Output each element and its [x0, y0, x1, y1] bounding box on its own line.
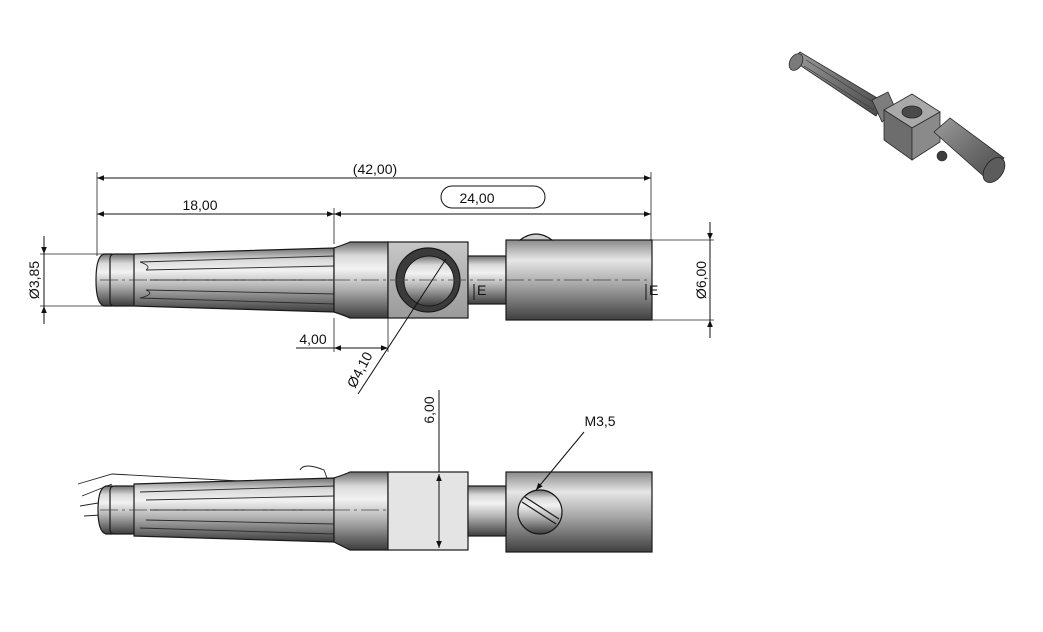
- screw-head: [517, 489, 563, 535]
- side-view: 6,00 M3,5: [77, 390, 653, 553]
- iso-screw: [936, 150, 948, 162]
- iso-barrel-end: [982, 157, 1006, 183]
- iso-block-right: [911, 111, 941, 161]
- iso-pin: [791, 51, 885, 117]
- isometric-view: [788, 51, 1006, 183]
- overall-length-label: (42,00): [353, 161, 397, 177]
- side-collar: [333, 471, 389, 551]
- section-marker-left: E: [477, 282, 486, 298]
- side-square-block: [387, 471, 469, 551]
- reference-dimension-frame: [440, 185, 546, 209]
- body-length-label: 24,00: [459, 190, 494, 206]
- pin-length-label: 18,00: [182, 197, 217, 213]
- top-view: (42,00) 18,00 24,00 Ø3,85 Ø6,00 4,00: [26, 161, 714, 395]
- cross-hole-diameter-label: Ø4,10: [344, 349, 376, 390]
- pin-diameter-label: Ø3,85: [26, 261, 42, 299]
- side-neck: [467, 485, 507, 537]
- iso-cross-hole: [901, 105, 923, 119]
- section-marker-right: E: [649, 282, 658, 298]
- screw-boss: [518, 233, 554, 241]
- cross-hole-leader: [357, 258, 447, 395]
- body-diameter-label: Ø6,00: [693, 261, 709, 299]
- collar-length-label: 4,00: [299, 331, 326, 347]
- screw-slot: [521, 496, 560, 525]
- iso-pin-tip: [788, 53, 804, 71]
- iso-pin-slots: [803, 59, 877, 111]
- cross-hole: [403, 255, 455, 307]
- thread-leader: [535, 431, 585, 491]
- block-height-label: 6,00: [421, 396, 437, 423]
- thread-callout-label: M3,5: [584, 413, 615, 429]
